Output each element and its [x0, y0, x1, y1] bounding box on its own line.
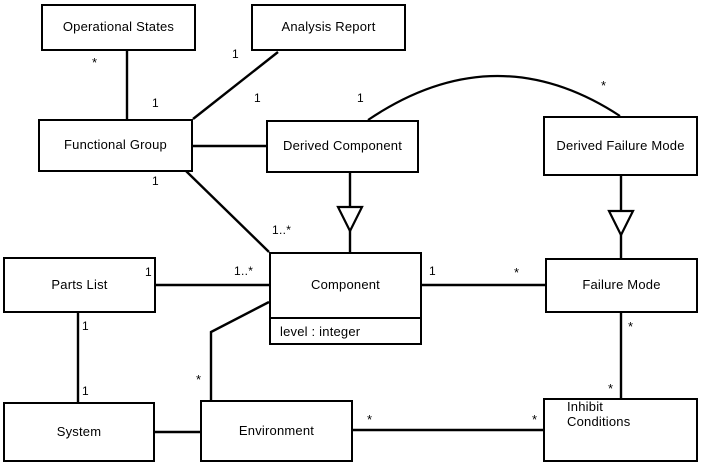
association-functional-group-analysis-report [192, 51, 279, 120]
class-name-derived-failure-mode: Derived Failure Mode [556, 137, 685, 153]
class-box-functional-group[interactable]: Functional Group [38, 119, 193, 172]
class-name-analysis-report: Analysis Report [281, 19, 376, 35]
generalization-triangle-icon-derived-component [336, 205, 364, 234]
association-lines [76, 51, 623, 434]
multiplicity-environment-to-inhibit-conditions: * [367, 412, 373, 427]
class-name-component: Component [310, 277, 380, 293]
multiplicity-failure-mode-to-component: * [514, 265, 520, 280]
multiplicity-parts-list-to-component: 1 [145, 265, 152, 279]
generalization-triangle-icon-derived-failure-mode [607, 209, 635, 238]
association-arc-derived-component-derived-failure-mode [367, 74, 621, 121]
class-name-system: System [56, 423, 102, 439]
multiplicity-functional-group-to-component: 1 [152, 174, 159, 188]
class-name-environment: Environment [238, 422, 315, 438]
multiplicity-component-to-parts-list: 1..* [234, 264, 254, 278]
class-box-system[interactable]: System [3, 402, 155, 462]
class-box-parts-list[interactable]: Parts List [3, 257, 156, 313]
multiplicity-environment-to-component: * [196, 372, 202, 387]
class-name-operational-states: Operational States [62, 19, 175, 35]
class-attribute-component-level: level : integer [271, 317, 420, 343]
class-box-derived-component[interactable]: Derived Component [266, 120, 419, 173]
class-name-inhibit-conditions-line1: Inhibit [567, 399, 604, 414]
multiplicity-operational-states-end: * [92, 55, 98, 70]
multiplicity-functional-group-to-analysis-report: 1 [232, 47, 239, 61]
multiplicity-component-to-failure-mode: 1 [429, 264, 436, 278]
multiplicity-derived-component-arc-end: 1 [357, 91, 364, 105]
class-box-inhibit-conditions[interactable]: Inhibit Conditions [543, 398, 698, 462]
multiplicity-derived-failure-mode-arc-end: * [601, 78, 607, 93]
association-environment-component [209, 300, 270, 400]
class-name-inhibit-conditions-line2: Conditions [567, 413, 631, 429]
multiplicity-functional-group-to-derived-component: 1 [254, 91, 261, 105]
class-box-derived-failure-mode[interactable]: Derived Failure Mode [543, 116, 698, 176]
multiplicity-failure-mode-to-inhibit-conditions: * [628, 319, 634, 334]
multiplicity-inhibit-conditions-to-failure-mode: * [608, 381, 614, 396]
class-name-parts-list: Parts List [51, 276, 108, 292]
class-box-environment[interactable]: Environment [200, 400, 353, 462]
class-name-functional-group: Functional Group [64, 137, 167, 153]
multiplicity-component-to-functional-group: 1..* [272, 223, 292, 237]
multiplicity-parts-list-to-system: 1 [82, 319, 89, 333]
class-box-component[interactable]: Component level : integer [269, 252, 422, 345]
multiplicity-inhibit-conditions-to-environment: * [532, 412, 538, 427]
class-box-analysis-report[interactable]: Analysis Report [251, 4, 406, 51]
class-name-failure-mode: Failure Mode [582, 277, 661, 293]
generalization-links [336, 173, 635, 258]
association-functional-group-component [185, 170, 270, 253]
class-name-inhibit-conditions: Inhibit Conditions [545, 399, 696, 460]
multiplicity-functional-group-to-operational-states: 1 [152, 96, 159, 110]
multiplicity-system-to-parts-list: 1 [82, 384, 89, 398]
class-name-derived-component: Derived Component [282, 138, 403, 154]
class-box-failure-mode[interactable]: Failure Mode [545, 258, 698, 313]
class-box-operational-states[interactable]: Operational States [41, 4, 196, 51]
